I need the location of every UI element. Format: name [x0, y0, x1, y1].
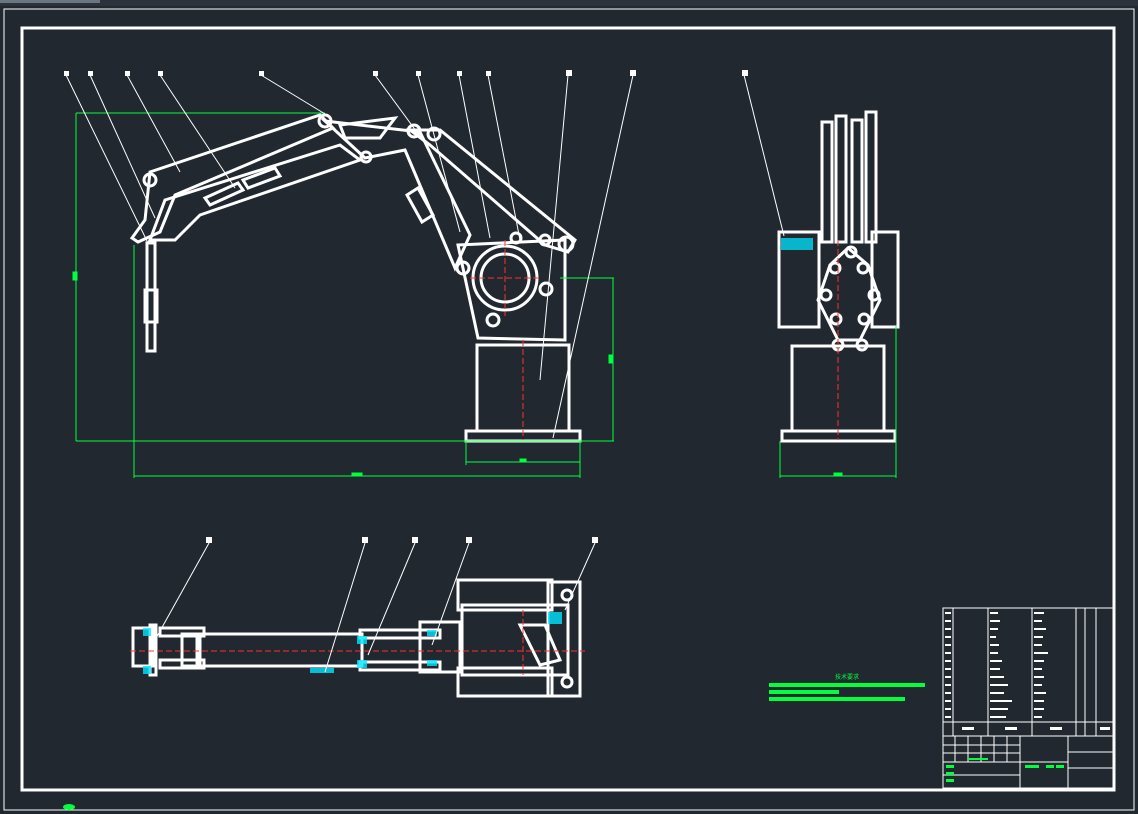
- plan-centerlines: [130, 610, 585, 675]
- side-dimensions: [779, 326, 897, 478]
- plan-view: [131, 578, 582, 698]
- waist-housing: [456, 238, 567, 342]
- status-marker: [63, 804, 75, 810]
- technical-requirements: [769, 683, 925, 701]
- pin-9: [455, 260, 471, 276]
- inner-border: [20, 26, 1116, 792]
- side-motor-left: [777, 230, 821, 329]
- forearm-body: [147, 143, 364, 242]
- window-top-strip: [0, 0, 1138, 6]
- side-upright-4: [864, 110, 878, 244]
- upper-arm-link: [320, 118, 472, 272]
- pin-8: [557, 235, 575, 253]
- side-balloon: [742, 70, 748, 76]
- front-dimensions: [72, 112, 614, 478]
- parts-list: [942, 607, 1115, 737]
- end-effector-gripper: [143, 288, 159, 324]
- plan-forearm: [195, 632, 364, 668]
- forearm-slot-2: [240, 166, 283, 190]
- pin-10: [538, 281, 554, 297]
- pin-2: [359, 150, 373, 164]
- outer-border: [3, 8, 1135, 811]
- pin-7: [538, 233, 552, 247]
- parts-list-rows: [945, 612, 1110, 730]
- forearm-link: [129, 113, 336, 244]
- side-leader: [743, 74, 785, 237]
- pin-3: [406, 123, 422, 139]
- end-effector-shaft: [145, 241, 157, 353]
- plan-motor-top: [456, 578, 554, 612]
- front-view: [129, 113, 582, 443]
- upper-arm-rod: [405, 128, 577, 254]
- side-view: [777, 110, 900, 443]
- plan-leaders: [154, 542, 596, 673]
- front-balloons: [64, 70, 636, 76]
- forearm-slot-1: [202, 181, 246, 207]
- side-upright-3: [850, 118, 864, 244]
- pin-6: [509, 231, 523, 245]
- side-upright-2: [834, 114, 848, 244]
- window-tab: [0, 0, 100, 3]
- side-upright-1: [820, 120, 834, 244]
- upper-arm-slot: [405, 185, 435, 225]
- side-motor-right: [870, 230, 900, 329]
- side-hatch: [781, 238, 813, 250]
- plan-motor-bottom: [456, 666, 554, 698]
- pin-4: [426, 126, 442, 142]
- front-centerlines: [470, 240, 540, 440]
- pin-11: [485, 312, 501, 328]
- pin-5: [142, 172, 158, 188]
- title-block-green-marks: [946, 758, 1064, 782]
- technical-requirements-title: 技术要求: [835, 674, 860, 681]
- front-leaders: [65, 74, 634, 439]
- plan-hatches: [143, 612, 562, 674]
- plan-base: [546, 580, 582, 698]
- plan-housing: [460, 603, 570, 677]
- plan-balloons: [206, 537, 598, 543]
- pin-1: [317, 113, 333, 129]
- triangle-plate: [337, 116, 399, 140]
- title-block: [942, 735, 1115, 789]
